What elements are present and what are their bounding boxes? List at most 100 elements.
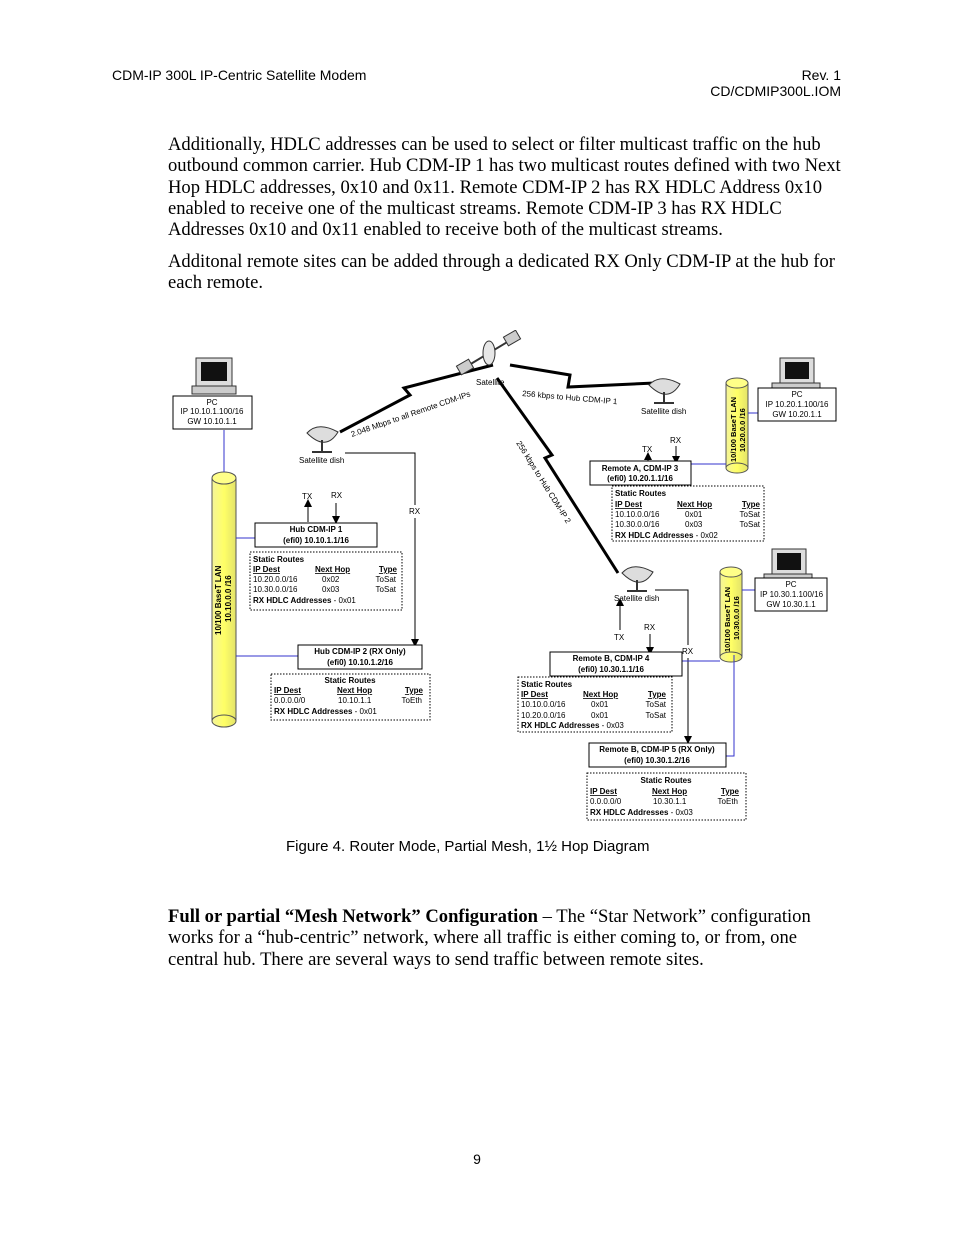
dish-label-hub: Satellite dish (299, 456, 344, 465)
modem-hub-1-box (254, 522, 378, 548)
modem-remote-a-box (589, 460, 692, 486)
routes-remote-b5-r0-hop: 10.30.1.1 (653, 797, 687, 806)
routes-remote-a-r1-dest: 10.30.0.0/16 (615, 520, 660, 529)
satellite-icon (455, 330, 522, 376)
modem-remote-b5-ip: (efi0) 10.30.1.2/16 (624, 756, 690, 765)
pc-remote-b-box (754, 577, 828, 612)
rx-label-remote-b5: RX (682, 647, 694, 656)
pc-hub-box (172, 395, 253, 430)
routes-hub-2-hdlc: RX HDLC Addresses - 0x01 (274, 707, 377, 716)
satellite-dish-remote-a-icon (648, 378, 681, 404)
modem-remote-b-name: Remote B, CDM-IP 4 (573, 654, 650, 663)
running-header-rev: Rev. 1 (801, 67, 841, 83)
rx-label-remote-b: RX (644, 623, 656, 632)
routes-hub-1-r0-hop: 0x02 (322, 575, 340, 584)
routes-remote-b-box (517, 676, 673, 733)
routes-remote-b-r1-type: ToSat (646, 711, 667, 720)
lan-remote-a-cylinder (725, 377, 749, 474)
mesh-body: – The “Star Network” configuration works… (168, 906, 811, 970)
dish-label-remote-a: Satellite dish (641, 407, 686, 416)
pc-remote-b-ip: IP 10.30.1.100/16 (760, 590, 824, 599)
routes-remote-a-r1-type: ToSat (740, 520, 761, 529)
modem-hub-1-name: Hub CDM-IP 1 (290, 525, 343, 534)
routes-hub-1-col-hop: Next Hop (315, 565, 350, 574)
routes-remote-b5-box (586, 772, 747, 821)
lan-hub-net: 10.10.0.0 /16 (224, 575, 233, 622)
network-diagram: 2.048 Mbps to all Remote CDM-IPs 256 kbp… (172, 330, 837, 821)
routes-remote-b5-r0-dest: 0.0.0.0/0 (590, 797, 622, 806)
routes-remote-b5-title: Static Routes (640, 776, 692, 785)
routes-remote-a-hdlc: RX HDLC Addresses - 0x02 (615, 531, 718, 540)
running-header-doc-id: CD/CDMIP300L.IOM (710, 83, 841, 99)
pc-remote-a-icon (771, 357, 821, 391)
routes-hub-2-col-hop: Next Hop (337, 686, 372, 695)
routes-remote-b-hdlc: RX HDLC Addresses - 0x03 (521, 721, 624, 730)
modem-remote-b-box (549, 651, 683, 677)
routes-remote-b5-col-dest: IP Dest (590, 787, 617, 796)
routes-remote-b5-col-type: Type (721, 787, 740, 796)
pc-remote-b-gw: GW 10.30.1.1 (766, 600, 816, 609)
routes-hub-2-col-type: Type (405, 686, 424, 695)
lan-remote-b-name: 10/100 BaseT LAN (723, 587, 732, 652)
pc-remote-a-box (757, 387, 837, 422)
modem-remote-a-name: Remote A, CDM-IP 3 (602, 464, 679, 473)
routes-hub-1-col-type: Type (379, 565, 398, 574)
modem-remote-a-ip: (efi0) 10.20.1.1/16 (607, 474, 673, 483)
modem-remote-b5-box (588, 742, 727, 768)
pc-hub-ip: IP 10.10.1.100/16 (180, 407, 244, 416)
routes-hub-1-box (249, 551, 403, 611)
paragraph-mesh-network: Full or partial “Mesh Network” Configura… (168, 906, 848, 970)
routes-remote-a-col-dest: IP Dest (615, 500, 642, 509)
radio-link-all-remotes (339, 363, 494, 434)
routes-hub-1-r0-type: ToSat (376, 575, 397, 584)
modem-hub-2-ip: (efi0) 10.10.1.2/16 (327, 658, 393, 667)
running-header-title: CDM-IP 300L IP-Centric Satellite Modem (112, 67, 367, 83)
rx-label-hub1: RX (331, 491, 343, 500)
routes-remote-b-col-type: Type (648, 690, 667, 699)
routes-hub-2-title: Static Routes (324, 676, 376, 685)
routes-hub-2-r0-dest: 0.0.0.0/0 (274, 696, 306, 705)
routes-remote-a-title: Static Routes (615, 489, 667, 498)
routes-hub-1-col-dest: IP Dest (253, 565, 280, 574)
satellite-dish-hub-icon (306, 426, 339, 453)
routes-hub-2-r0-type: ToEth (402, 696, 422, 705)
page-number: 9 (473, 1151, 481, 1167)
lan-hub-name: 10/100 BaseT LAN (214, 565, 223, 635)
tx-label-remote-a: TX (642, 445, 653, 454)
routes-remote-b-r0-hop: 0x01 (591, 700, 609, 709)
routes-hub-1-r1-type: ToSat (376, 585, 397, 594)
modem-remote-b5-name: Remote B, CDM-IP 5 (RX Only) (599, 745, 715, 754)
radio-link-hub-cdm-ip-1 (509, 363, 656, 389)
satellite-dish-remote-b-icon (621, 566, 654, 592)
modem-remote-b-ip: (efi0) 10.30.1.1/16 (578, 665, 644, 674)
lan-remote-b-net: 10.30.0.0 /16 (732, 596, 741, 640)
pc-remote-b-title: PC (785, 580, 796, 589)
routes-remote-b5-col-hop: Next Hop (652, 787, 687, 796)
routes-remote-b-title: Static Routes (521, 680, 573, 689)
routes-hub-1-r1-hop: 0x03 (322, 585, 340, 594)
pc-remote-a-title: PC (791, 390, 802, 399)
modem-hub-2-box (297, 644, 423, 670)
paragraph-hdlc-multicast: Additionally, HDLC addresses can be used… (168, 134, 841, 241)
routes-remote-b-r1-hop: 0x01 (591, 711, 609, 720)
lan-remote-a-net: 10.20.0.0 /16 (738, 408, 747, 452)
pc-remote-a-gw: GW 10.20.1.1 (772, 410, 822, 419)
lan-remote-a-name: 10/100 BaseT LAN (729, 397, 738, 462)
routes-remote-b5-hdlc: RX HDLC Addresses - 0x03 (590, 808, 693, 817)
link-label-hub-1: 256 kbps to Hub CDM-IP 1 (522, 389, 618, 406)
routes-hub-2-box (270, 673, 431, 721)
mesh-heading: Full or partial “Mesh Network” Configura… (168, 906, 538, 927)
pc-remote-b-icon (763, 548, 813, 582)
routes-remote-a-r0-type: ToSat (740, 510, 761, 519)
link-label-all-remotes: 2.048 Mbps to all Remote CDM-IPs (350, 389, 472, 438)
lan-remote-b-cylinder (719, 566, 743, 663)
lan-hub-cylinder (211, 471, 237, 728)
figure-caption: Figure 4. Router Mode, Partial Mesh, 1½ … (286, 838, 650, 855)
routes-hub-2-col-dest: IP Dest (274, 686, 301, 695)
routes-remote-a-r1-hop: 0x03 (685, 520, 703, 529)
dish-label-remote-b: Satellite dish (614, 594, 659, 603)
pc-hub-title: PC (206, 398, 217, 407)
routes-remote-b-r0-type: ToSat (646, 700, 667, 709)
routes-remote-b-col-dest: IP Dest (521, 690, 548, 699)
routes-remote-a-r0-dest: 10.10.0.0/16 (615, 510, 660, 519)
